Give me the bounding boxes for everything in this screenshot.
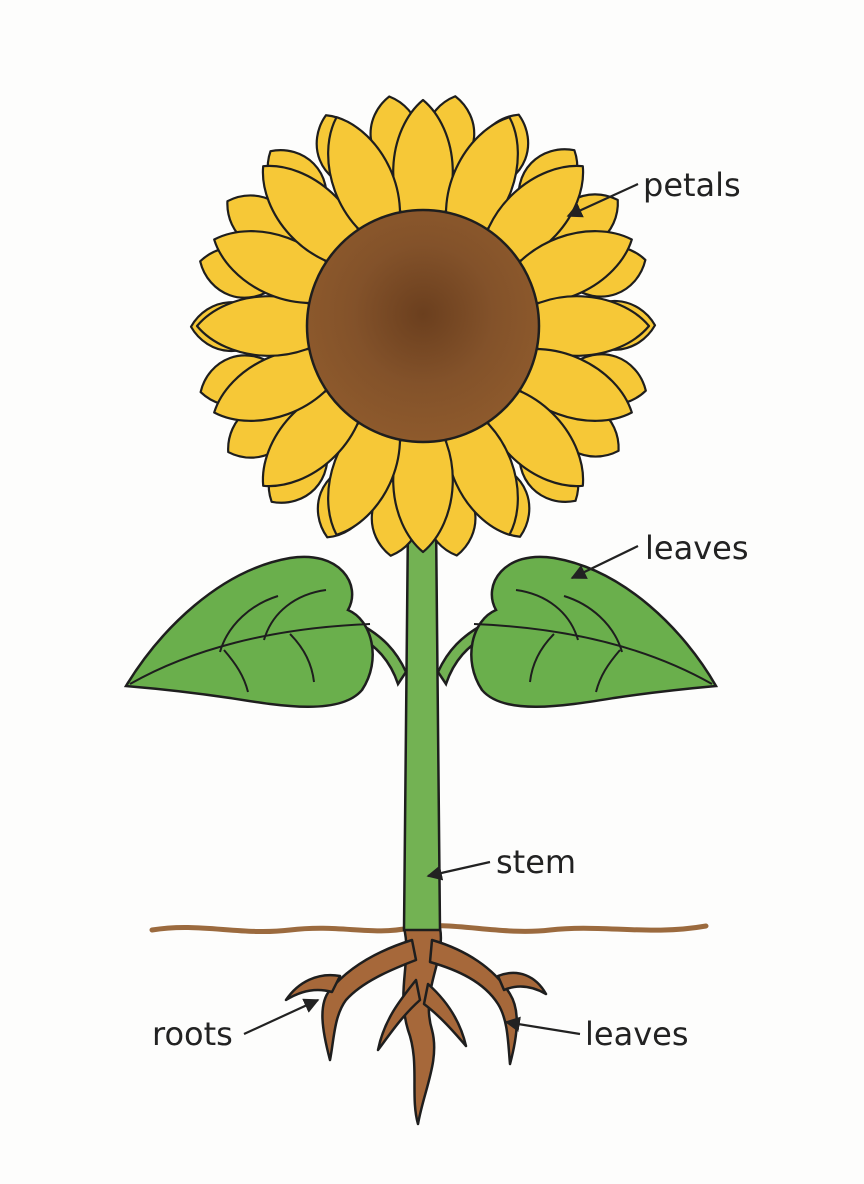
arrow-petals: [566, 182, 639, 218]
root-left-outer: [284, 973, 342, 1002]
root-mid-left: [376, 978, 422, 1052]
pointer-arrows: [243, 182, 639, 1036]
root-mid-right: [422, 982, 468, 1048]
arrow-roots: [243, 998, 320, 1035]
root-right: [428, 938, 518, 1066]
arrow-leaves-bottom: [504, 1016, 581, 1036]
arrow-stem: [426, 860, 491, 881]
root-left: [321, 938, 418, 1062]
flower-disk: [305, 208, 541, 444]
label-stem: stem: [496, 843, 577, 881]
root-right-outer: [496, 971, 548, 996]
arrow-leaves-top: [570, 545, 639, 579]
stem: [402, 518, 442, 932]
label-roots: roots: [152, 1015, 233, 1053]
left-leaf: [123, 555, 374, 708]
label-petals: petals: [643, 166, 741, 204]
label-leaves-top: leaves: [645, 529, 749, 567]
right-leaf: [470, 555, 719, 708]
roots: [284, 926, 548, 1126]
label-leaves-bottom: leaves: [585, 1015, 689, 1053]
